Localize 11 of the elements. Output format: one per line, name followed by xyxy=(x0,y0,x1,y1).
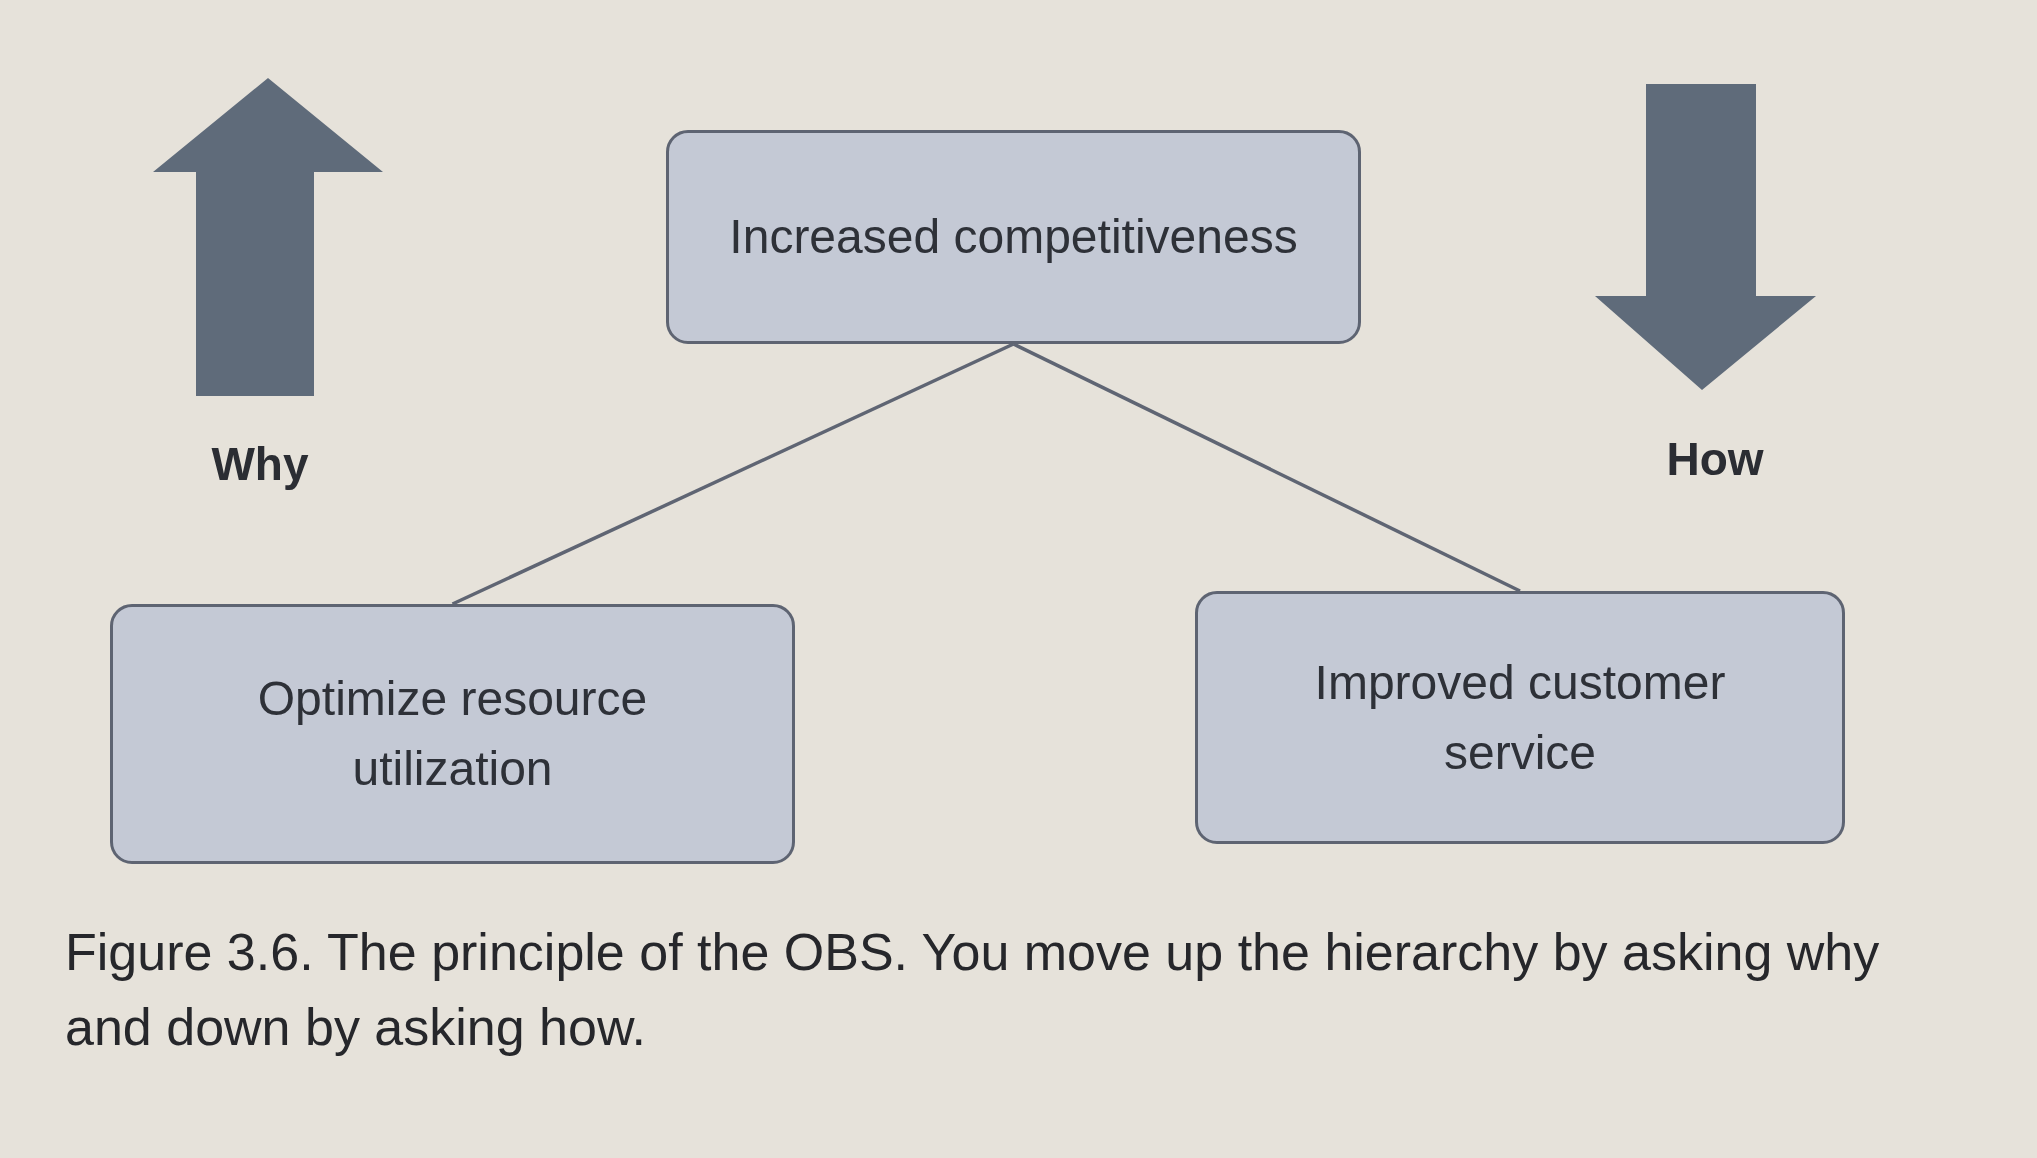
goal-text: Improved customer service xyxy=(1313,654,1727,781)
goal-box xyxy=(1195,591,1845,844)
connector-line xyxy=(1012,342,1521,593)
goal-text: Optimize resource utilization xyxy=(256,671,649,797)
connector-line xyxy=(451,342,1015,606)
direction-label: How xyxy=(1665,432,1765,487)
goal-text: Increased competitiveness xyxy=(729,209,1298,266)
goal-box xyxy=(110,604,795,864)
figure-caption: Figure 3.6. The principle of the OBS. You move up the hierarchy by asking why and down by asking how. xyxy=(65,922,1881,1059)
direction-label: Why xyxy=(210,437,310,492)
goal-box xyxy=(666,130,1361,344)
